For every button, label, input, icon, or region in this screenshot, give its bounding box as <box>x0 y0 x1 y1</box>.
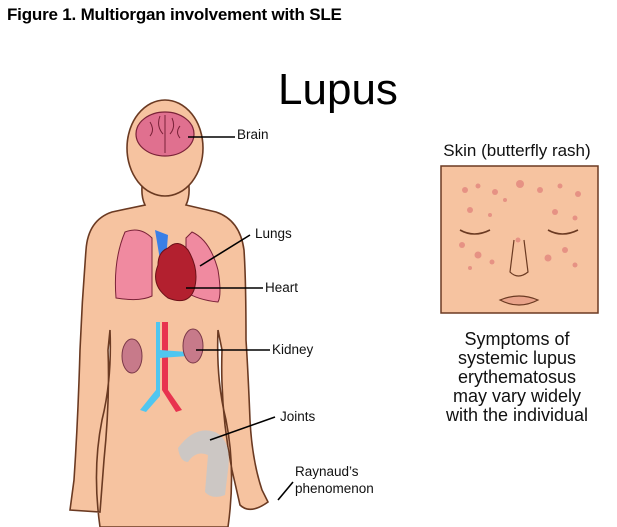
label-joints: Joints <box>280 409 316 424</box>
body-figure <box>69 99 270 527</box>
label-raynauds-line1: Raynaud’s <box>295 464 359 479</box>
caption-line: erythematosus <box>458 367 576 387</box>
left-lung <box>114 229 153 301</box>
diagram-title: Lupus <box>278 65 398 114</box>
caption-line: systemic lupus <box>458 348 576 368</box>
figure-title: Figure 1. Multiorgan involvement with SL… <box>7 5 342 24</box>
label-brain: Brain <box>237 127 269 142</box>
left-kidney <box>121 338 143 374</box>
label-lungs: Lungs <box>255 226 292 241</box>
butterfly-rash-face <box>440 165 599 314</box>
caption-line: Symptoms of <box>464 329 570 349</box>
vein <box>140 322 160 412</box>
skin-panel-title: Skin (butterfly rash) <box>443 141 590 160</box>
aorta <box>162 322 182 412</box>
label-kidney: Kidney <box>272 342 314 357</box>
caption-line: with the individual <box>445 405 588 425</box>
symptoms-caption: Symptoms of systemic lupus erythematosus… <box>445 329 588 425</box>
label-raynauds-line2: phenomenon <box>295 481 374 496</box>
caption-line: may vary widely <box>453 386 581 406</box>
heart-organ <box>155 243 197 302</box>
right-kidney <box>182 328 204 364</box>
label-heart: Heart <box>265 280 298 295</box>
hip-joint <box>178 430 229 497</box>
